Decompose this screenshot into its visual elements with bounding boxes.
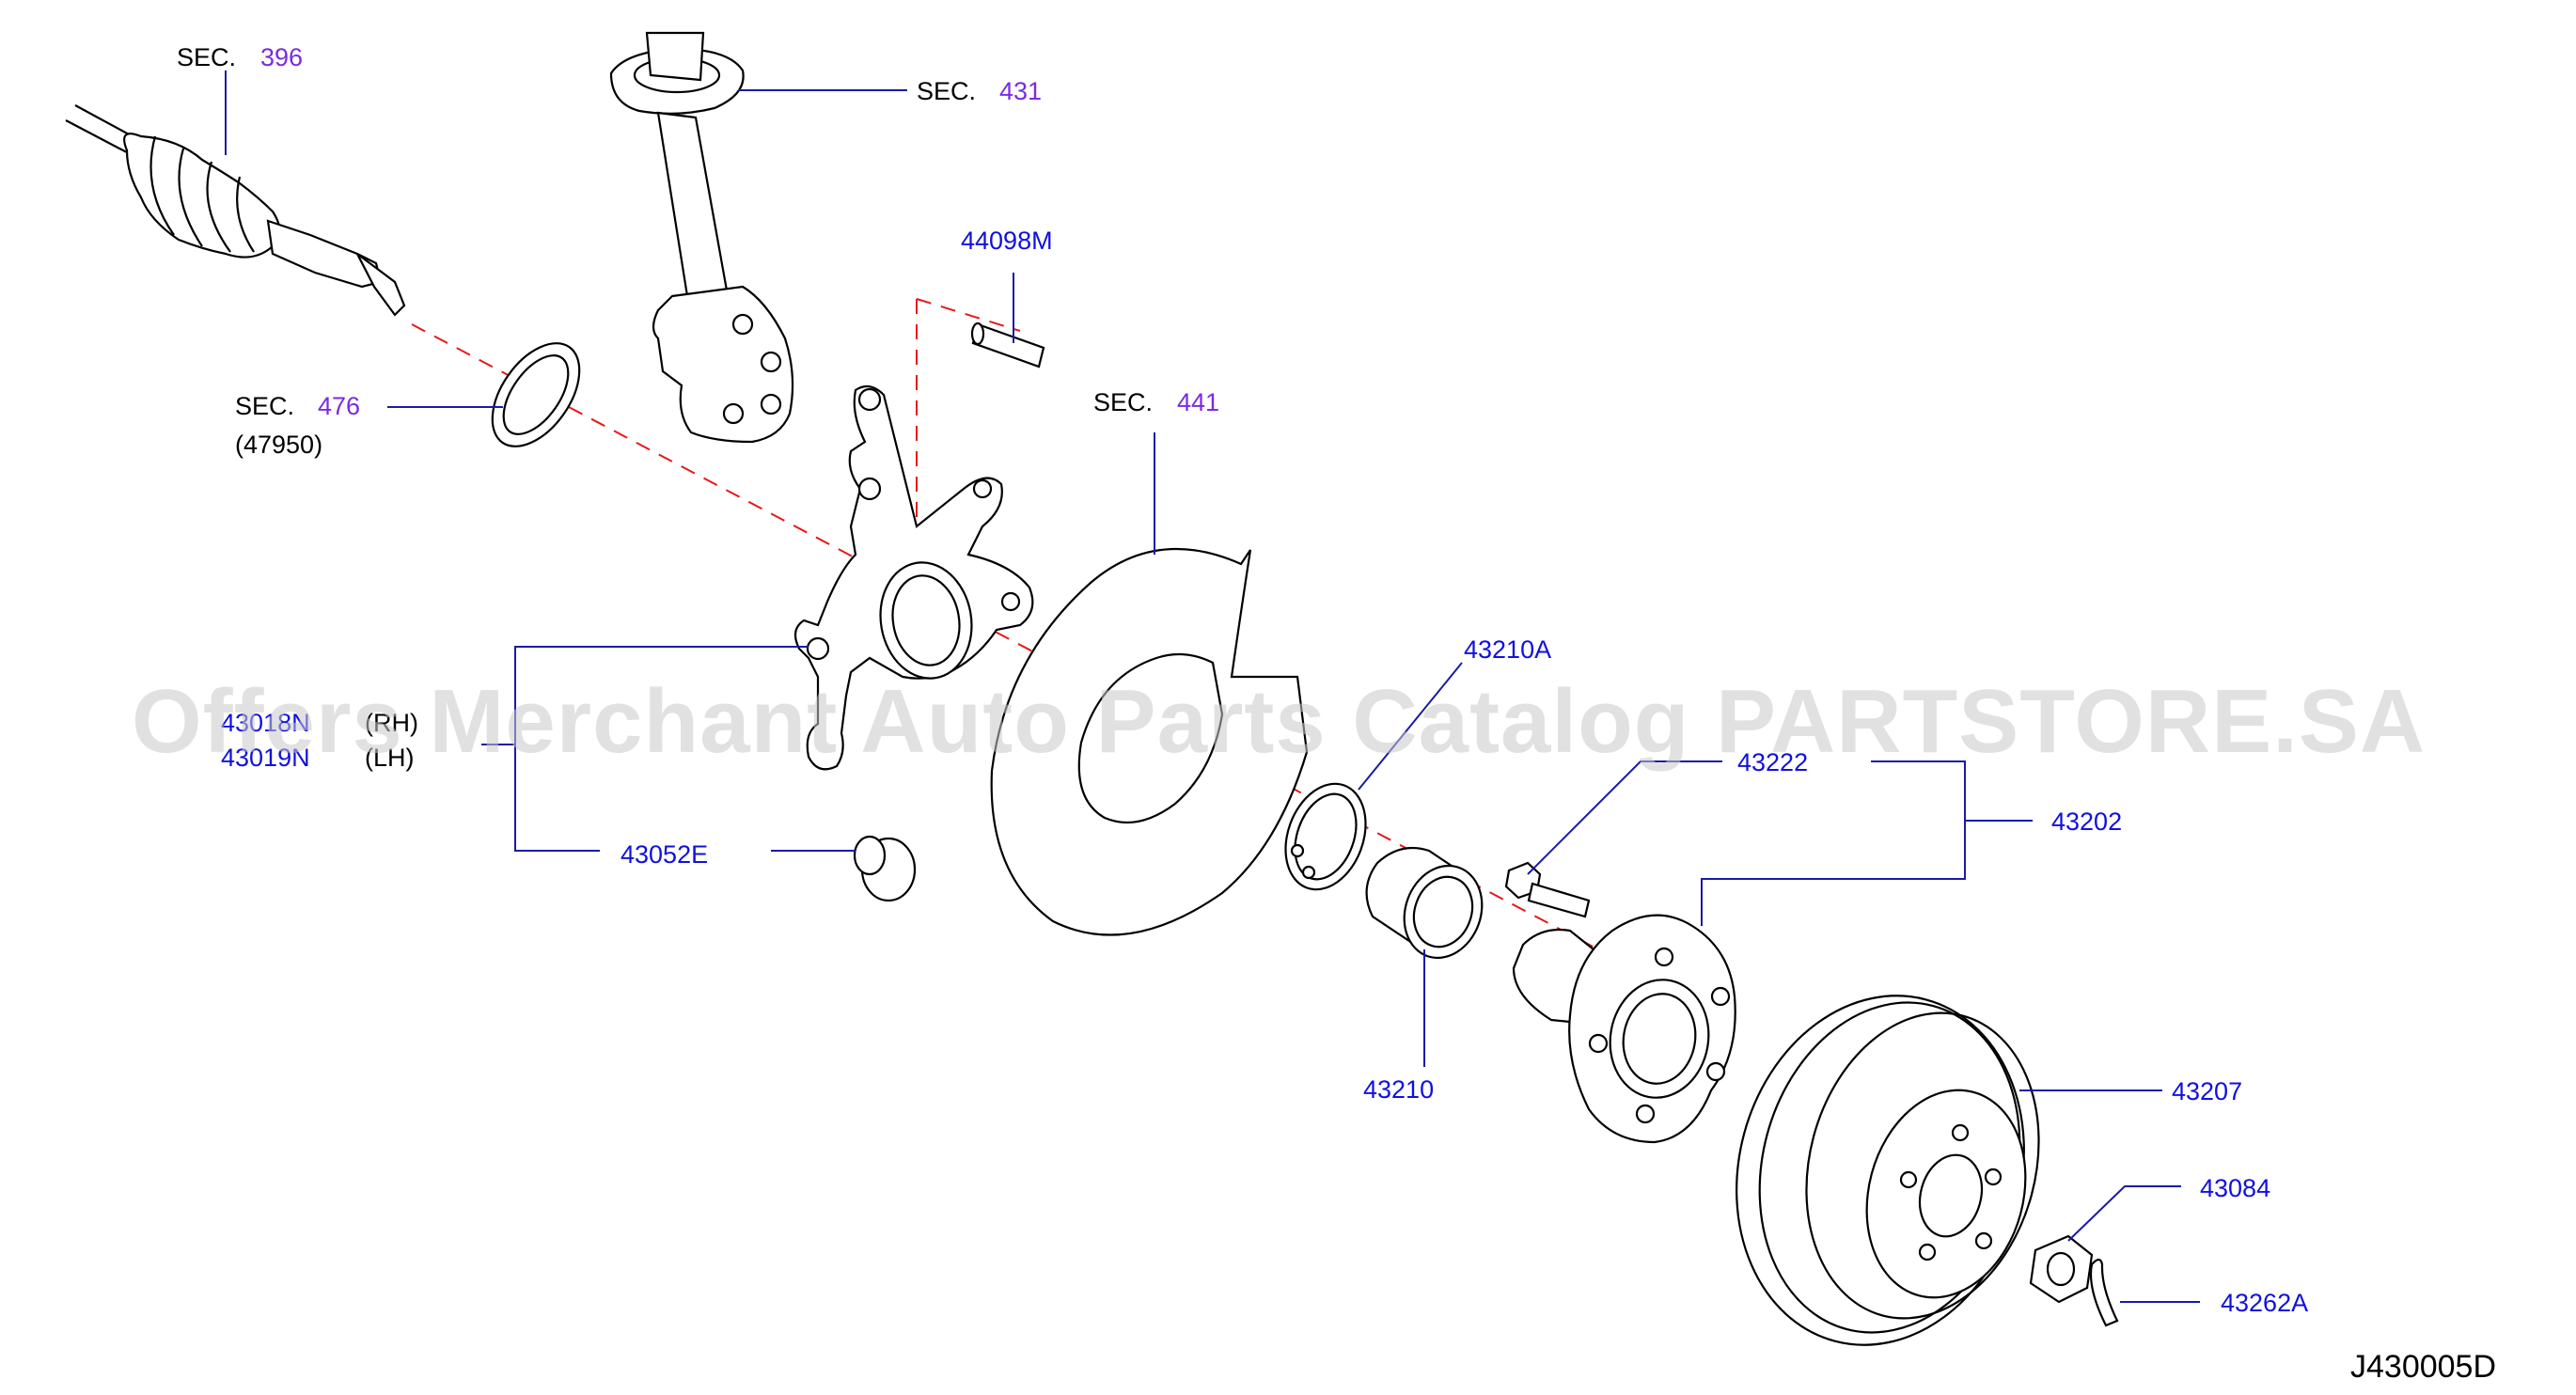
sec-number[interactable]: 441 xyxy=(1177,388,1219,416)
part-number-43210A[interactable]: 43210A xyxy=(1464,635,1551,664)
steering-knuckle-part[interactable] xyxy=(793,384,1034,771)
bushing-part[interactable] xyxy=(853,835,917,902)
leader-lines xyxy=(225,71,2200,1303)
part-number-43210[interactable]: 43210 xyxy=(1363,1075,1434,1104)
part-number-43262A[interactable]: 43262A xyxy=(2221,1289,2308,1317)
sec-prefix: SEC. xyxy=(917,77,976,105)
part-number-43084[interactable]: 43084 xyxy=(2200,1174,2270,1202)
part-number-44098M[interactable]: 44098M xyxy=(961,227,1053,255)
drive-shaft-part[interactable] xyxy=(65,104,406,317)
part-number-43222[interactable]: 43222 xyxy=(1737,748,1808,776)
label-sec-441[interactable]: SEC. 441 xyxy=(1093,388,1219,416)
label-sec-396[interactable]: SEC. 396 xyxy=(177,43,303,71)
diagram-code: J430005D xyxy=(2350,1349,2496,1385)
sec-sub-number: (47950) xyxy=(235,431,322,459)
snap-ring-part[interactable] xyxy=(1272,773,1380,901)
part-number-43019N[interactable]: 43019N xyxy=(221,744,310,772)
label-sec-431[interactable]: SEC. 431 xyxy=(917,77,1042,105)
sec-number[interactable]: 476 xyxy=(318,392,360,420)
part-number-43202[interactable]: 43202 xyxy=(2051,807,2122,836)
label-sec-476[interactable]: SEC. 476 (47950) xyxy=(235,392,360,459)
baffle-plate-part[interactable] xyxy=(990,547,1309,936)
abs-sensor-ring-part[interactable] xyxy=(475,328,597,462)
sec-number[interactable]: 396 xyxy=(260,43,303,71)
sec-prefix: SEC. xyxy=(1093,388,1153,416)
sec-number[interactable]: 431 xyxy=(999,77,1042,105)
guide-pin-part[interactable] xyxy=(970,321,1045,368)
part-number-43018N[interactable]: 43018N xyxy=(221,709,310,737)
hub-bolt-part[interactable] xyxy=(1504,861,1591,918)
cotter-pin-part[interactable] xyxy=(2089,1258,2119,1327)
side-rh: (RH) xyxy=(365,709,418,737)
hub-nut-part[interactable] xyxy=(2029,1234,2094,1304)
wheel-bearing-part[interactable] xyxy=(1365,846,1495,969)
assembly-axis-lines xyxy=(411,298,1599,950)
sec-prefix: SEC. xyxy=(235,392,294,420)
strut-assembly-part[interactable] xyxy=(609,31,794,444)
part-number-43207[interactable]: 43207 xyxy=(2172,1077,2242,1105)
wheel-hub-part[interactable] xyxy=(1512,914,1736,1144)
sec-prefix: SEC. xyxy=(177,43,236,71)
side-lh: (LH) xyxy=(365,744,415,772)
brake-rotor-part[interactable] xyxy=(1698,964,2071,1378)
watermark-text: Offers Merchant Auto Parts Catalog PARTS… xyxy=(132,671,2426,772)
part-number-43052E[interactable]: 43052E xyxy=(620,840,708,869)
